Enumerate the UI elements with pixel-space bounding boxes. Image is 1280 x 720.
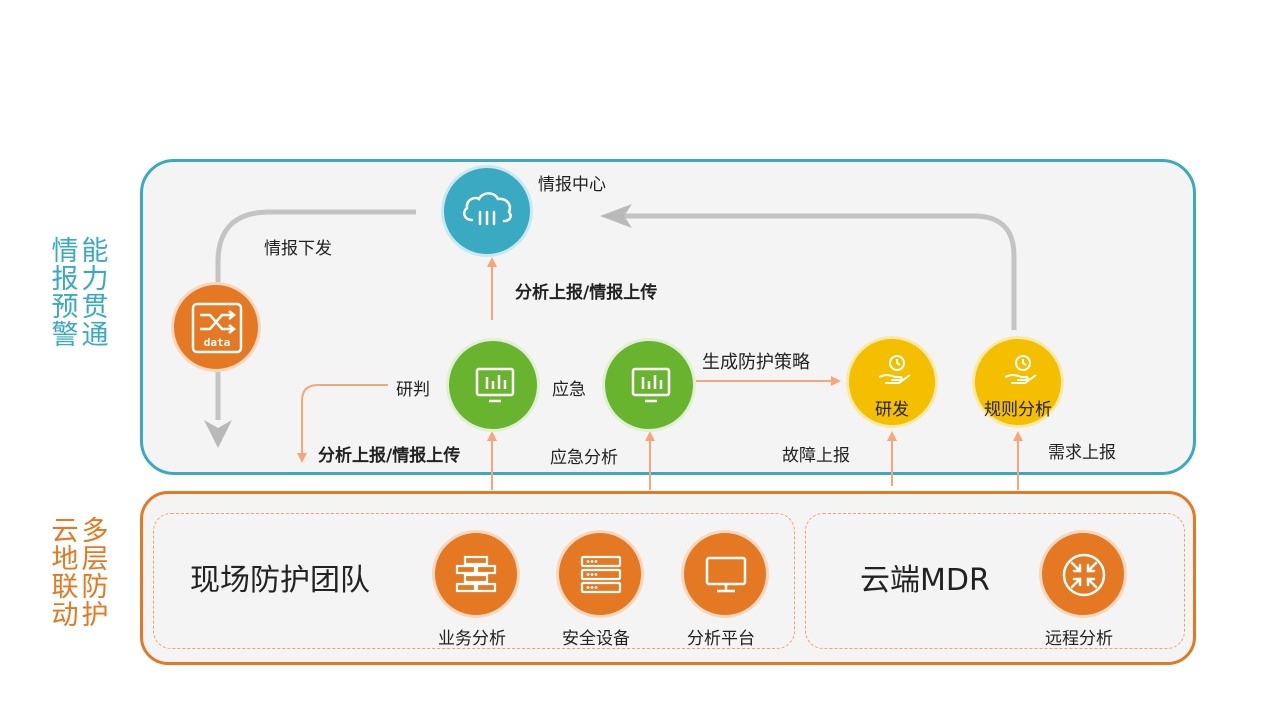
dev-node: 研发 [846,336,938,428]
rule-analysis-node: 规则分析 [972,336,1064,428]
onsite-team-title: 现场防护团队 [190,563,370,598]
security-device-node [556,530,644,618]
research-to-left-arrow [297,384,388,463]
monitor-chart-icon [475,367,515,403]
security-device-label: 安全设备 [562,629,630,649]
cloud-mdr-box [805,513,1185,649]
server-rack-icon [580,555,622,594]
research-node [446,338,540,432]
bottom-title-col-1: 云 地 联 动 [51,516,79,631]
intel-down-arrowhead [204,420,232,448]
onsite-team-box [153,513,795,649]
emergency-label: 应急 [552,380,586,400]
gen-strategy-label: 生成防护策略 [702,352,810,373]
emergency-node [602,338,696,432]
intel-center-node [441,165,533,257]
intel-center-label: 情报中心 [538,175,606,195]
cloud-mdr-title: 云端MDR [860,563,990,598]
brick-wall-icon [455,555,497,593]
data-switch-node: data [171,282,261,372]
feedback-connector [618,213,1017,330]
fault-report-label: 故障上报 [782,446,850,466]
bottom-title-col-2: 多 层 防 护 [81,516,109,631]
emergency-analysis-label: 应急分析 [550,448,618,468]
rule-analysis-label: 规则分析 [984,400,1052,420]
intel-down-label: 情报下发 [264,239,332,259]
cloud-icon [463,192,512,226]
analysis-platform-label: 分析平台 [687,629,755,649]
analysis-platform-node [681,530,769,618]
intel-down-connector [215,209,416,420]
upload-left-label: 分析上报/情报上传 [318,446,461,466]
monitor-icon [705,556,747,593]
feedback-arrowhead [600,204,632,228]
business-analysis-label: 业务分析 [438,629,506,649]
demand-report-label: 需求上报 [1048,443,1116,463]
top-title-col-2: 能 力 贯 通 [81,236,109,351]
hand-clock-icon [878,355,911,384]
compress-arrows-icon [1062,553,1106,597]
upload-top-label: 分析上报/情报上传 [515,283,658,303]
monitor-chart-icon [631,367,671,403]
hand-clock-icon [1004,355,1037,384]
research-label: 研判 [396,380,430,400]
cloud-ground-panel [140,491,1196,665]
remote-analysis-node [1039,530,1127,618]
data-shuffle-icon: data [191,302,243,354]
svg-text:data: data [204,336,231,349]
top-title-col-1: 情 报 预 警 [51,236,79,351]
remote-analysis-label: 远程分析 [1045,629,1113,649]
dev-label: 研发 [875,400,909,420]
business-analysis-node [432,530,520,618]
